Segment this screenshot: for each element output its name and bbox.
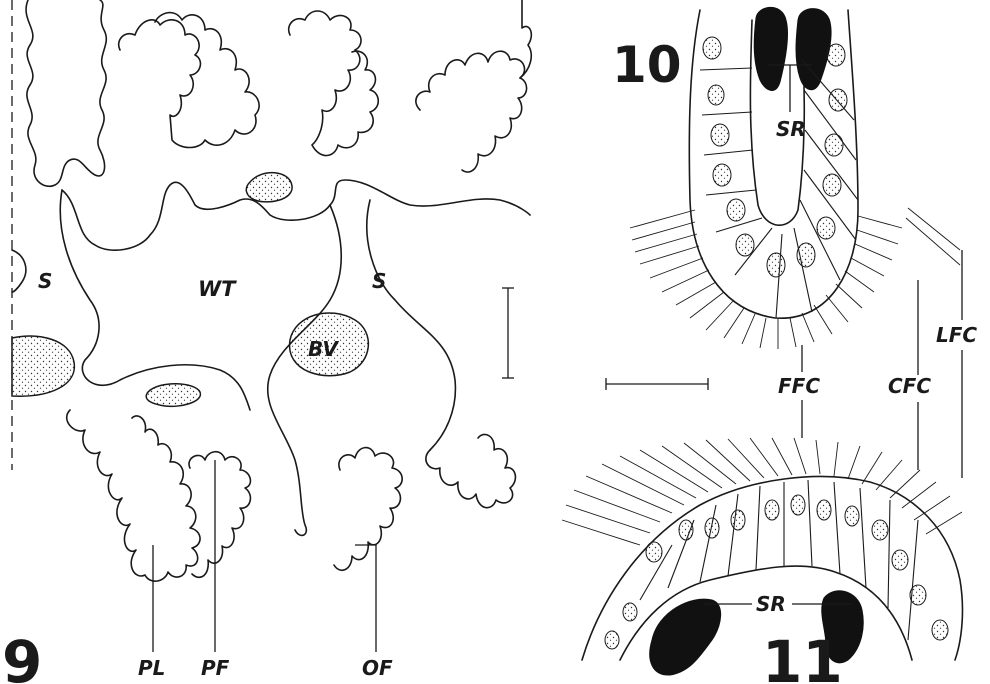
leader-of <box>355 545 376 652</box>
lower-lamella-right <box>426 434 516 507</box>
blood-vessel-upper <box>246 173 292 202</box>
cilia-fig10 <box>630 208 960 349</box>
septum-right-outline-2 <box>367 200 456 450</box>
scale-bar-fig9 <box>502 288 514 378</box>
label-sr-fig10: SR <box>776 117 806 141</box>
lower-lamella-pl <box>67 410 200 581</box>
label-wt: WT <box>198 277 237 301</box>
label-pf: PF <box>201 656 230 680</box>
label-cfc: CFC <box>888 374 931 398</box>
secretory-granule-left <box>754 7 787 90</box>
label-ffc: FFC <box>778 374 820 398</box>
figure-9: S WT S BV PL PF OF 9 <box>2 0 531 684</box>
secretory-granule-right <box>796 9 831 90</box>
figure-11: SR 11 <box>562 438 962 684</box>
cilia-fig11 <box>562 438 962 545</box>
figure-number-10: 10 <box>612 36 682 94</box>
figure-number-9: 9 <box>2 628 42 684</box>
label-s-right: S <box>372 269 386 293</box>
upper-lamella-2 <box>119 13 259 148</box>
blood-vessel-left <box>12 336 74 396</box>
scale-bar-fig10 <box>606 378 708 390</box>
upper-lamella-4 <box>416 51 527 172</box>
figure-number-11: 11 <box>762 628 843 684</box>
upper-lamella-3 <box>289 11 379 156</box>
label-of: OF <box>362 656 393 680</box>
label-sr-fig11: SR <box>756 592 786 616</box>
left-septum-bulge <box>12 250 26 292</box>
blood-vessel-lower <box>146 384 200 407</box>
label-lfc: LFC <box>936 323 977 347</box>
figure-10: 10 <box>606 7 977 478</box>
wall-tissue-outline <box>62 180 530 250</box>
lower-lamella-of <box>334 448 402 571</box>
upper-lamella-1 <box>26 0 106 186</box>
label-bv: BV <box>308 337 339 361</box>
upper-lamella-4b <box>520 0 531 78</box>
secretory-granule-11-left <box>650 599 721 675</box>
label-pl: PL <box>138 656 165 680</box>
label-s-left: S <box>38 269 52 293</box>
